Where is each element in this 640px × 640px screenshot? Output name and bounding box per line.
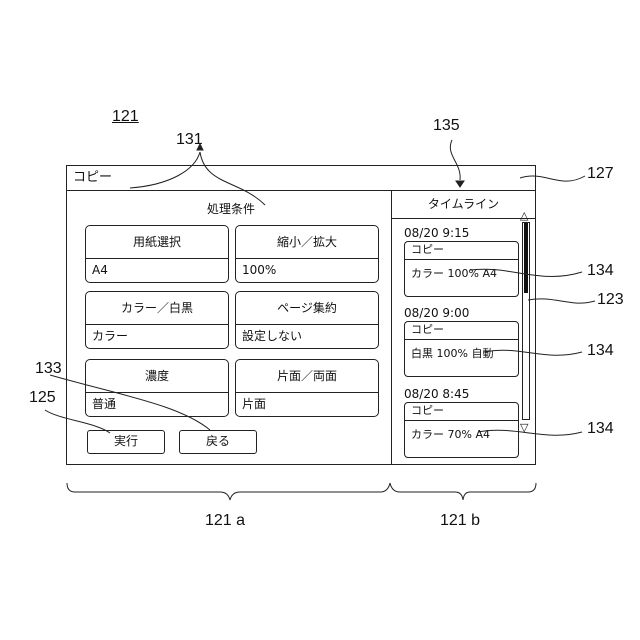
- execute-button[interactable]: 実行: [87, 430, 165, 454]
- ref-131: 131: [176, 131, 203, 149]
- card-label: カラー／白黒: [86, 292, 228, 325]
- ref-121b: 121 b: [440, 512, 480, 530]
- duplex-card[interactable]: 片面／両面 片面: [235, 359, 379, 417]
- divider: [405, 259, 518, 260]
- card-label: 用紙選択: [86, 226, 228, 259]
- timeline-time: 08/20 9:15: [404, 226, 469, 240]
- back-button[interactable]: 戻る: [179, 430, 257, 454]
- ref-134-a: 134: [587, 262, 614, 280]
- entry-detail: カラー 70% A4: [411, 427, 490, 443]
- copy-window: コピー 処理条件 用紙選択 A4 縮小／拡大 100% カラー／白黒 カラー ペ…: [66, 165, 536, 465]
- entry-detail: 白黒 100% 自動: [411, 346, 493, 362]
- card-value: 設定しない: [242, 325, 302, 347]
- settings-pane: 処理条件 用紙選択 A4 縮小／拡大 100% カラー／白黒 カラー ページ集約…: [67, 190, 391, 464]
- entry-detail: カラー 100% A4: [411, 266, 497, 282]
- ref-133: 133: [35, 360, 62, 378]
- color-mode-card[interactable]: カラー／白黒 カラー: [85, 291, 229, 349]
- card-value: 100%: [242, 259, 276, 281]
- ref-134-c: 134: [587, 420, 614, 438]
- scroll-up-icon[interactable]: △: [520, 210, 528, 221]
- card-label: 濃度: [86, 360, 228, 393]
- timeline-pane: タイムライン 08/20 9:15 コピー カラー 100% A4 08/20 …: [391, 190, 535, 464]
- timeline-entry[interactable]: コピー 白黒 100% 自動: [404, 321, 519, 377]
- ref-125: 125: [29, 389, 56, 407]
- divider: [405, 420, 518, 421]
- scrollbar-thumb[interactable]: [524, 223, 528, 293]
- ref-127: 127: [587, 165, 614, 183]
- divider: [405, 339, 518, 340]
- timeline-entry[interactable]: コピー カラー 100% A4: [404, 241, 519, 297]
- entry-title: コピー: [411, 242, 444, 258]
- paper-select-card[interactable]: 用紙選択 A4: [85, 225, 229, 283]
- card-label: 片面／両面: [236, 360, 378, 393]
- entry-title: コピー: [411, 322, 444, 338]
- ref-134-b: 134: [587, 342, 614, 360]
- card-label: ページ集約: [236, 292, 378, 325]
- window-title: コピー: [67, 166, 535, 191]
- ref-121a: 121 a: [205, 512, 245, 530]
- timeline-entry[interactable]: コピー カラー 70% A4: [404, 402, 519, 458]
- ref-123: 123: [597, 291, 624, 309]
- timeline-heading: タイムライン: [392, 190, 535, 219]
- ref-135: 135: [433, 117, 460, 135]
- page-aggregate-card[interactable]: ページ集約 設定しない: [235, 291, 379, 349]
- card-value: カラー: [92, 325, 128, 347]
- card-label: 縮小／拡大: [236, 226, 378, 259]
- timeline-scrollbar[interactable]: [522, 222, 530, 420]
- entry-title: コピー: [411, 403, 444, 419]
- conditions-heading: 処理条件: [207, 200, 255, 217]
- scroll-down-icon[interactable]: ▽: [520, 422, 528, 433]
- card-value: 普通: [92, 393, 116, 415]
- timeline-time: 08/20 8:45: [404, 387, 469, 401]
- density-card[interactable]: 濃度 普通: [85, 359, 229, 417]
- timeline-time: 08/20 9:00: [404, 306, 469, 320]
- card-value: 片面: [242, 393, 266, 415]
- ref-121: 121: [112, 108, 139, 126]
- card-value: A4: [92, 259, 108, 281]
- scale-card[interactable]: 縮小／拡大 100%: [235, 225, 379, 283]
